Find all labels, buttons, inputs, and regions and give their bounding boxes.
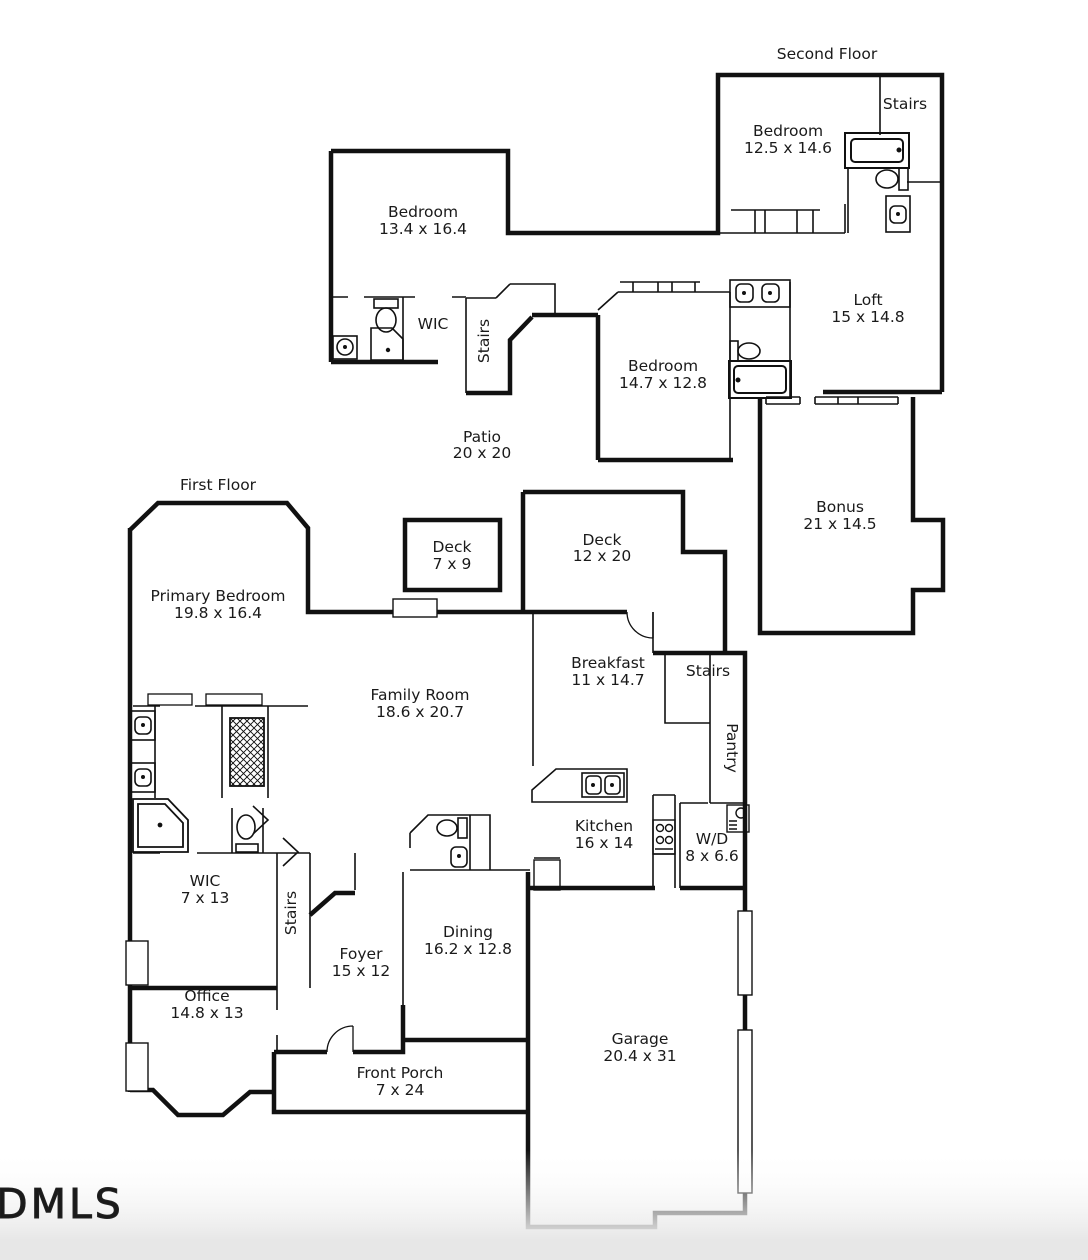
- room-dims-deck-small: 7 x 9: [433, 555, 472, 573]
- room-label-foyer: Foyer: [340, 945, 384, 963]
- room-label-pantry: Pantry: [723, 723, 741, 773]
- room-dims-primary-bedroom: 19.8 x 16.4: [174, 604, 262, 622]
- sink-icon: [332, 335, 358, 360]
- bathtub-icon: [844, 132, 910, 169]
- room-label-bedroom-right: Bedroom: [753, 122, 823, 140]
- toilet-icon: [875, 167, 909, 191]
- room-label-patio: Patio: [463, 428, 501, 446]
- closet-doors: [147, 693, 263, 706]
- room-dims-patio: 20 x 20: [453, 444, 511, 462]
- room-dims-bonus: 21 x 14.5: [803, 515, 876, 533]
- toilet-icon: [373, 298, 399, 333]
- second-floor-walls-thin: [331, 75, 942, 460]
- first-floor-walls-thick: [127, 489, 748, 1230]
- kitchen-sink-icon: [581, 772, 625, 798]
- room-label-wic-first: WIC: [190, 872, 221, 890]
- room-label-garage: Garage: [612, 1030, 669, 1048]
- dishwasher: [533, 859, 561, 891]
- garage-door: [737, 910, 753, 996]
- room-dims-office: 14.8 x 13: [170, 1004, 243, 1022]
- second-floor-title: Second Floor: [777, 45, 878, 63]
- shower-icon: [229, 717, 265, 787]
- toilet-icon: [436, 817, 468, 839]
- room-label-deck-small: Deck: [433, 538, 472, 556]
- shower-icon: [370, 327, 404, 361]
- second-floor-walls-thick: [328, 72, 946, 636]
- room-label-bedroom-mid: Bedroom: [628, 357, 698, 375]
- room-label-family-room: Family Room: [371, 686, 470, 704]
- room-dims-wic-first: 7 x 13: [181, 889, 230, 907]
- room-label-bonus: Bonus: [816, 498, 864, 516]
- room-dims-wd: 8 x 6.6: [685, 847, 739, 865]
- room-label-breakfast: Breakfast: [571, 654, 645, 672]
- room-label-kitchen: Kitchen: [575, 817, 633, 835]
- sink-icon: [130, 762, 156, 793]
- room-dims-loft: 15 x 14.8: [831, 308, 904, 326]
- room-label-stairs-back: Stairs: [686, 662, 730, 680]
- window: [392, 598, 438, 618]
- room-label-loft: Loft: [853, 291, 882, 309]
- range-icon: [652, 819, 676, 855]
- room-label-office: Office: [184, 987, 229, 1005]
- watermark: DMLS: [0, 1180, 124, 1228]
- room-dims-bedroom-mid: 14.7 x 12.8: [619, 374, 707, 392]
- sink-icon: [130, 710, 156, 741]
- footer-bar: [0, 1240, 1088, 1260]
- washer-icon: [726, 804, 750, 833]
- footer-gradient: [0, 1150, 1088, 1240]
- room-label-stairs-top: Stairs: [883, 95, 927, 113]
- room-dims-family-room: 18.6 x 20.7: [376, 703, 464, 721]
- window: [125, 1042, 149, 1092]
- bathtub-icon: [728, 360, 792, 399]
- room-dims-front-porch: 7 x 24: [376, 1081, 425, 1099]
- room-label-stairs-front: Stairs: [282, 891, 300, 935]
- room-label-stairs-mid: Stairs: [475, 319, 493, 363]
- room-label-wd: W/D: [696, 830, 729, 848]
- room-label-deck-large: Deck: [583, 531, 622, 549]
- door-arc: [326, 611, 654, 1053]
- room-dims-breakfast: 11 x 14.7: [571, 671, 644, 689]
- room-label-bedroom-left: Bedroom: [388, 203, 458, 221]
- room-dims-foyer: 15 x 12: [332, 962, 390, 980]
- room-label-wic-second: WIC: [418, 315, 449, 333]
- window: [125, 940, 149, 986]
- room-dims-dining: 16.2 x 12.8: [424, 940, 512, 958]
- room-dims-bedroom-right: 12.5 x 14.6: [744, 139, 832, 157]
- room-label-front-porch: Front Porch: [357, 1064, 444, 1082]
- room-dims-garage: 20.4 x 31: [603, 1047, 676, 1065]
- first-floor-plan: First Floor Patio 20 x 20 Primary Bedroo…: [125, 428, 753, 1230]
- toilet-icon: [235, 814, 259, 853]
- corner-tub-icon: [132, 798, 189, 853]
- room-dims-kitchen: 16 x 14: [575, 834, 633, 852]
- room-dims-deck-large: 12 x 20: [573, 547, 631, 565]
- sink-icon: [885, 195, 911, 233]
- first-floor-title: First Floor: [180, 476, 257, 494]
- room-label-dining: Dining: [443, 923, 493, 941]
- kitchen-island: [531, 768, 628, 803]
- sink-icon: [450, 846, 468, 868]
- double-vanity-icon: [729, 279, 791, 308]
- second-floor-plan: Second Floor Stairs Bedroom 12.5 x 14.6 …: [328, 45, 946, 636]
- room-dims-bedroom-left: 13.4 x 16.4: [379, 220, 467, 238]
- room-label-primary-bedroom: Primary Bedroom: [151, 587, 286, 605]
